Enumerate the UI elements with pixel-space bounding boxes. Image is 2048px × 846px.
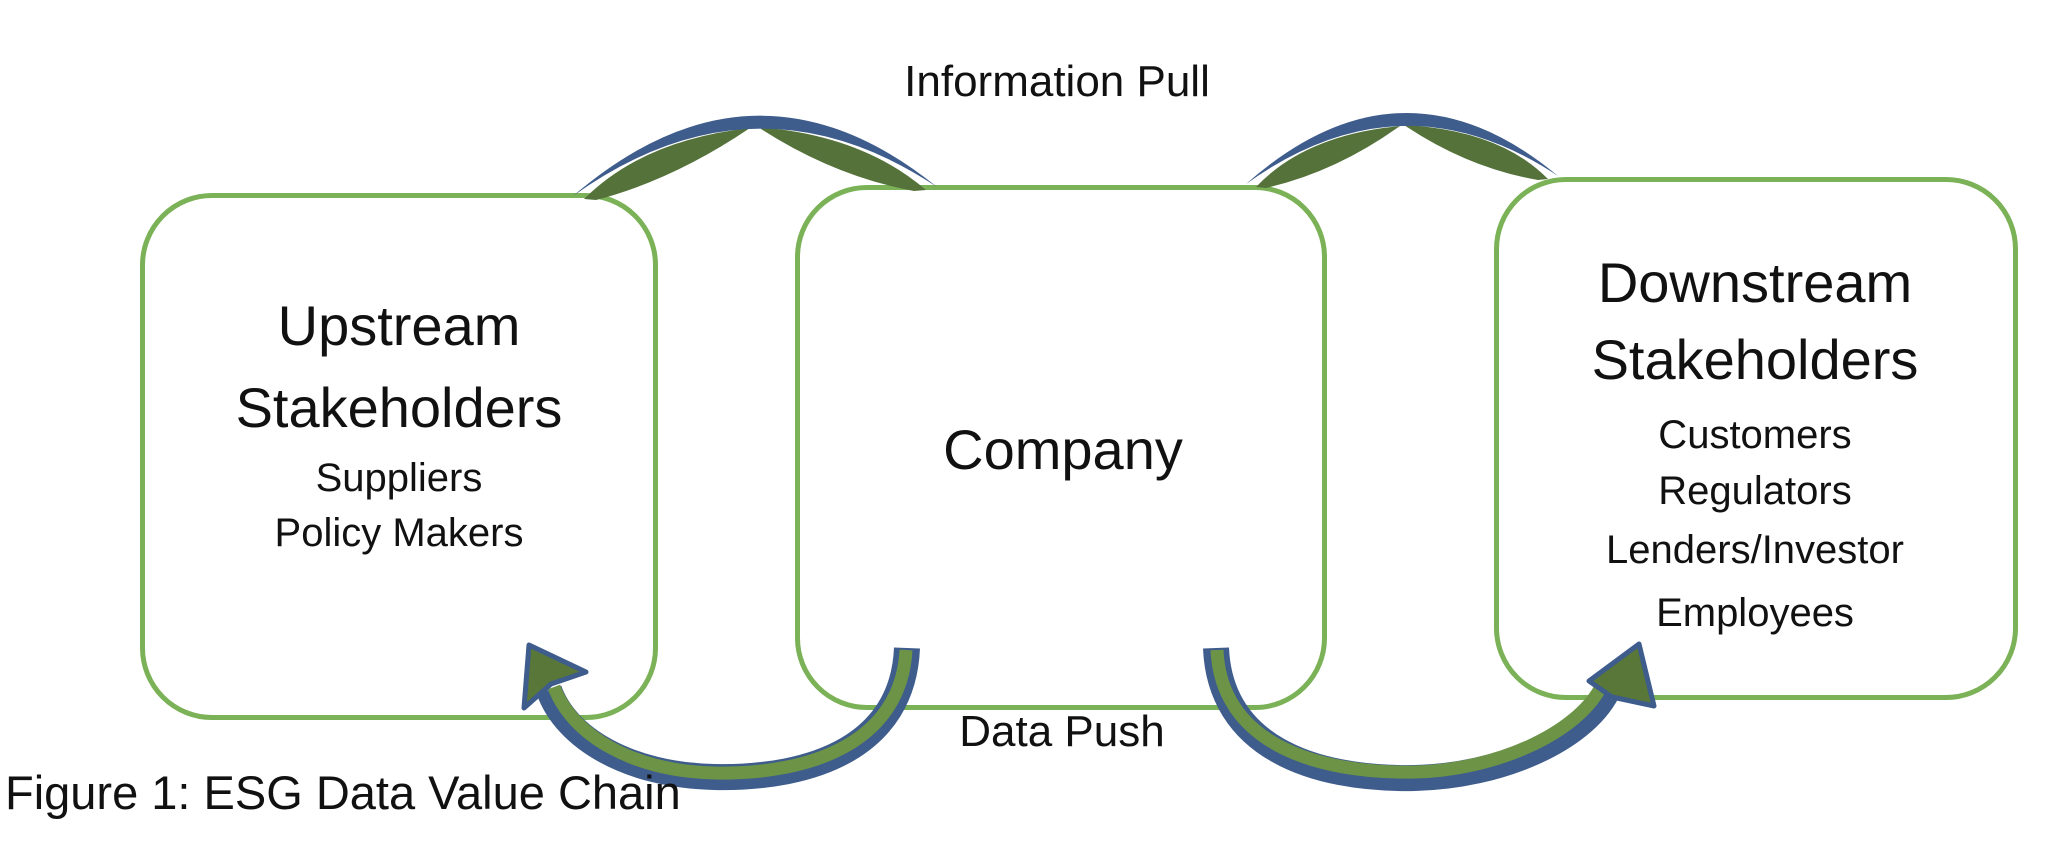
- upstream-item-policy-makers: Policy Makers: [274, 511, 524, 555]
- upstream-stakeholders-box: [140, 193, 658, 720]
- data-push-label: Data Push: [959, 707, 1165, 756]
- downstream-item-lenders-investor: Lenders/Investor: [1606, 528, 1904, 572]
- information-pull-label: Information Pull: [904, 57, 1210, 106]
- downstream-stakeholders-box: [1494, 177, 2018, 700]
- upstream-item-suppliers: Suppliers: [315, 456, 483, 500]
- figure-caption: Figure 1: ESG Data Value Chain: [5, 766, 681, 819]
- information-pull-arrow-right: [1246, 112, 1558, 188]
- downstream-item-regulators: Regulators: [1658, 469, 1852, 513]
- downstream-title-line-2: Stakeholders: [1591, 328, 1919, 391]
- company-box: [795, 185, 1327, 710]
- upstream-title-line-1: Upstream: [277, 294, 521, 357]
- downstream-item-customers: Customers: [1658, 413, 1852, 457]
- downstream-item-employees: Employees: [1656, 591, 1854, 635]
- upstream-title-line-2: Stakeholders: [235, 376, 563, 439]
- downstream-title-line-1: Downstream: [1597, 251, 1913, 314]
- company-title: Company: [943, 418, 1183, 481]
